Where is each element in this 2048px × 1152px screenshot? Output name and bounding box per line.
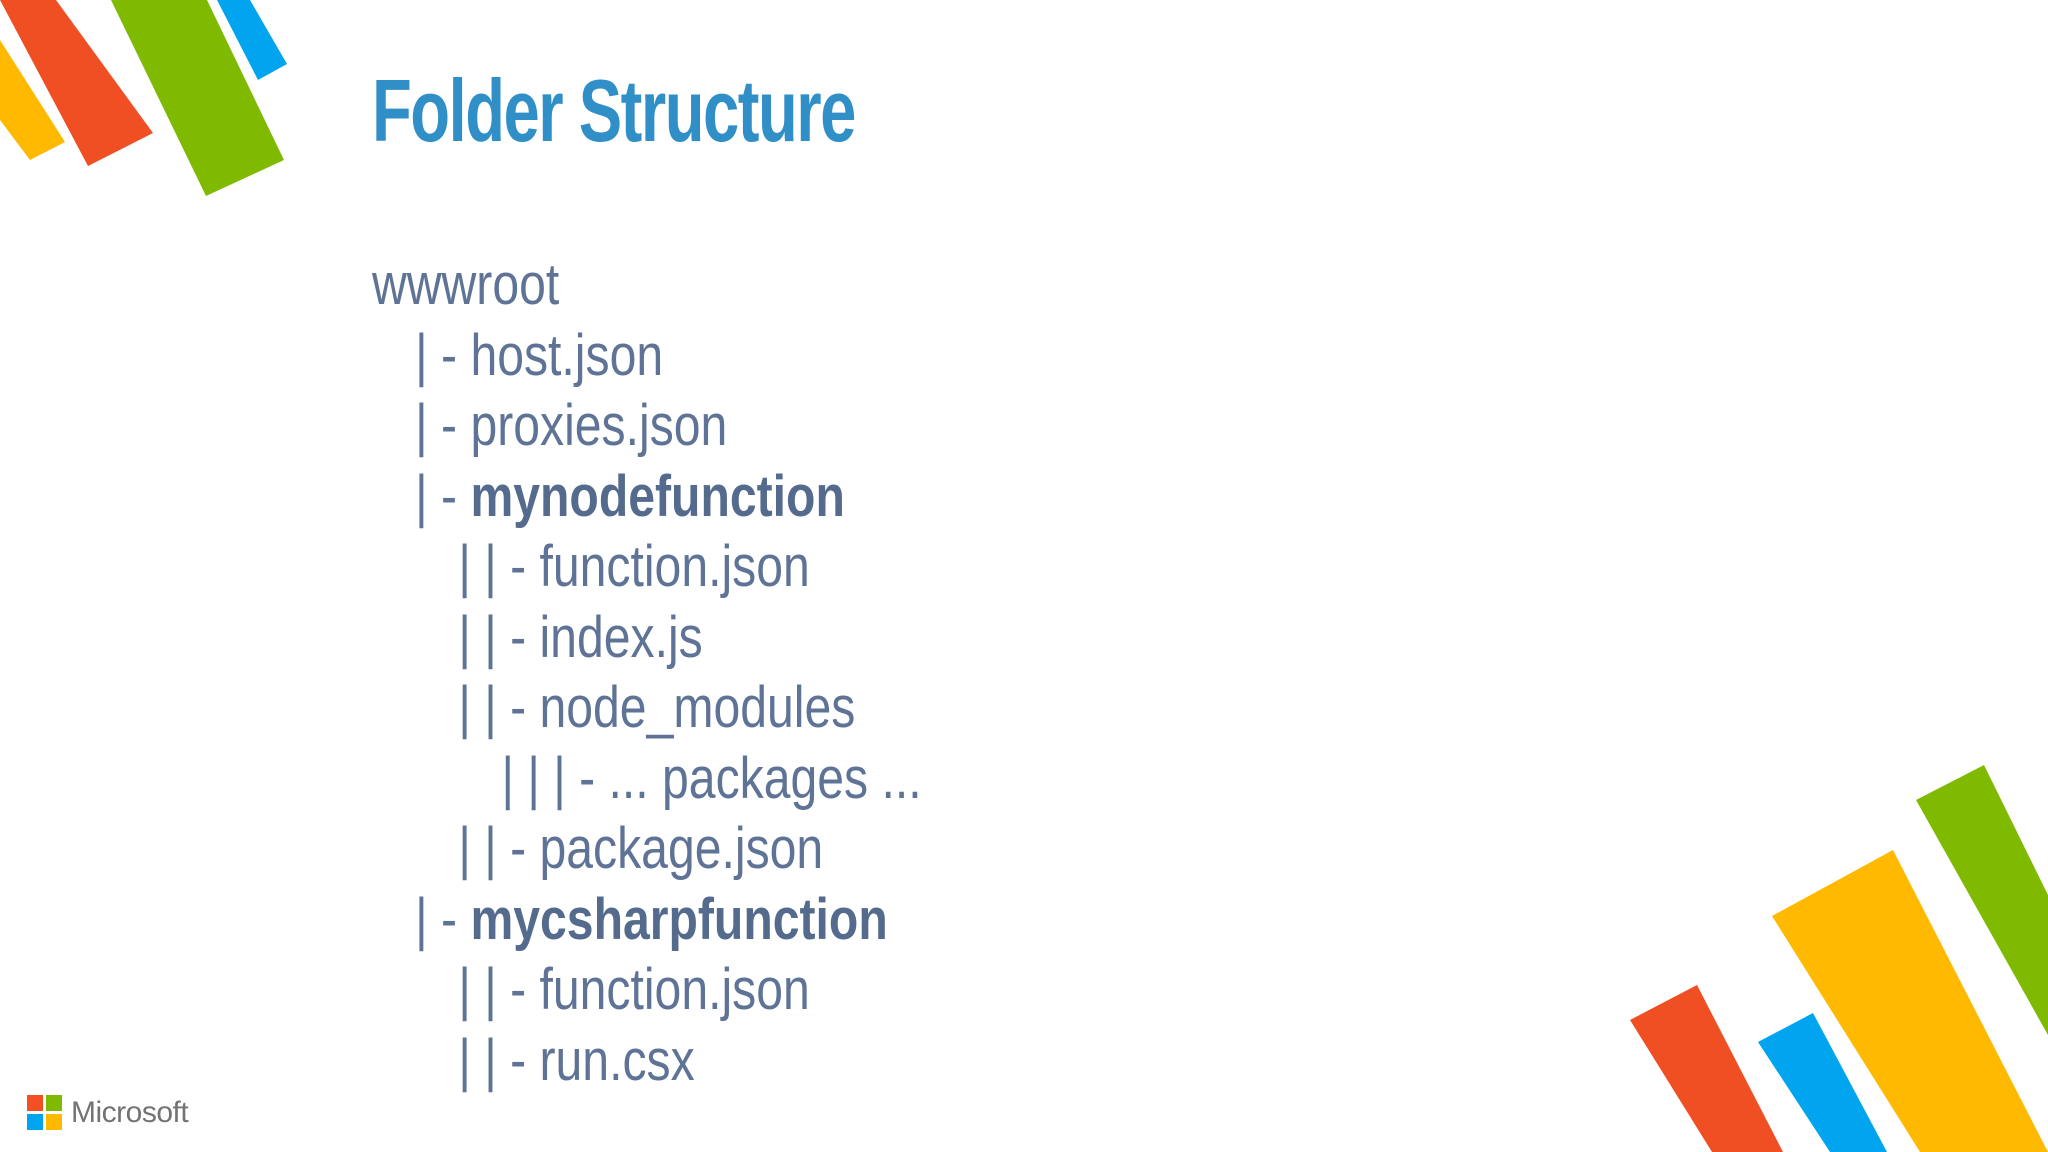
tree-item: | - host.json [372,321,922,392]
tree-item-name: run.csx [539,1027,695,1093]
logo-square-blue [27,1114,43,1130]
tree-item-name: host.json [470,322,664,388]
bottom-right-stripes [1630,765,2048,1152]
logo-square-red [27,1095,43,1111]
tree-item-prefix: | - [415,322,471,388]
tree-item: | | - index.js [372,603,922,674]
microsoft-logo-text: Microsoft [71,1095,189,1129]
tree-item: | - mynodefunction [372,462,922,533]
stripe-blue-bottom [1758,1013,1887,1152]
slide-title: Folder Structure [372,61,856,160]
tree-item-prefix: | | - [458,957,540,1022]
tree-item-prefix: | | | - [501,745,609,811]
folder-tree: wwwroot| - host.json| - proxies.json| - … [372,250,1034,1096]
tree-item-prefix: | | - [458,816,540,881]
stripe-yellow-bottom [1772,850,2048,1152]
tree-item-prefix: | - [415,393,471,458]
tree-item-name: ... packages ... [608,745,922,811]
tree-item-name: function.json [539,957,810,1022]
stripe-red-bottom [1630,985,1783,1152]
tree-item-name: mynodefunction [470,463,845,529]
tree-item: | | - function.json [372,955,922,1026]
tree-item-prefix: | | - [458,1027,540,1093]
tree-item-prefix: | - [415,463,471,529]
tree-item: | | - function.json [372,532,922,603]
tree-item: | | - node_modules [372,673,922,744]
microsoft-logo-icon [27,1095,62,1130]
tree-item-prefix: | | - [458,604,540,670]
tree-item-prefix: | | - [458,534,540,599]
top-left-stripes [0,0,287,196]
tree-item-name: function.json [539,534,810,599]
stripe-green-bottom [1916,765,2048,1035]
tree-item-name: proxies.json [470,393,728,458]
logo-square-yellow [46,1114,62,1130]
tree-item: | | - run.csx [372,1026,922,1097]
tree-item-name: node_modules [539,675,856,740]
stripe-blue-top [217,0,287,80]
logo-square-green [46,1095,62,1111]
tree-item-name: package.json [539,816,824,881]
tree-item: | | - package.json [372,814,922,885]
tree-item-name: index.js [539,604,703,670]
tree-item-prefix: | | - [458,675,540,740]
tree-item: | | | - ... packages ... [372,744,922,815]
microsoft-logo: Microsoft [27,1095,189,1130]
tree-item: | - proxies.json [372,391,922,462]
tree-item: | - mycsharpfunction [372,885,922,956]
stripe-red-top [0,0,153,166]
tree-item-name: mycsharpfunction [470,886,888,952]
stripe-yellow-top [0,40,65,160]
tree-item: wwwroot [372,250,922,321]
tree-item-prefix: | - [415,886,471,952]
stripe-green-top [111,0,284,196]
tree-item-name: wwwroot [372,252,560,317]
